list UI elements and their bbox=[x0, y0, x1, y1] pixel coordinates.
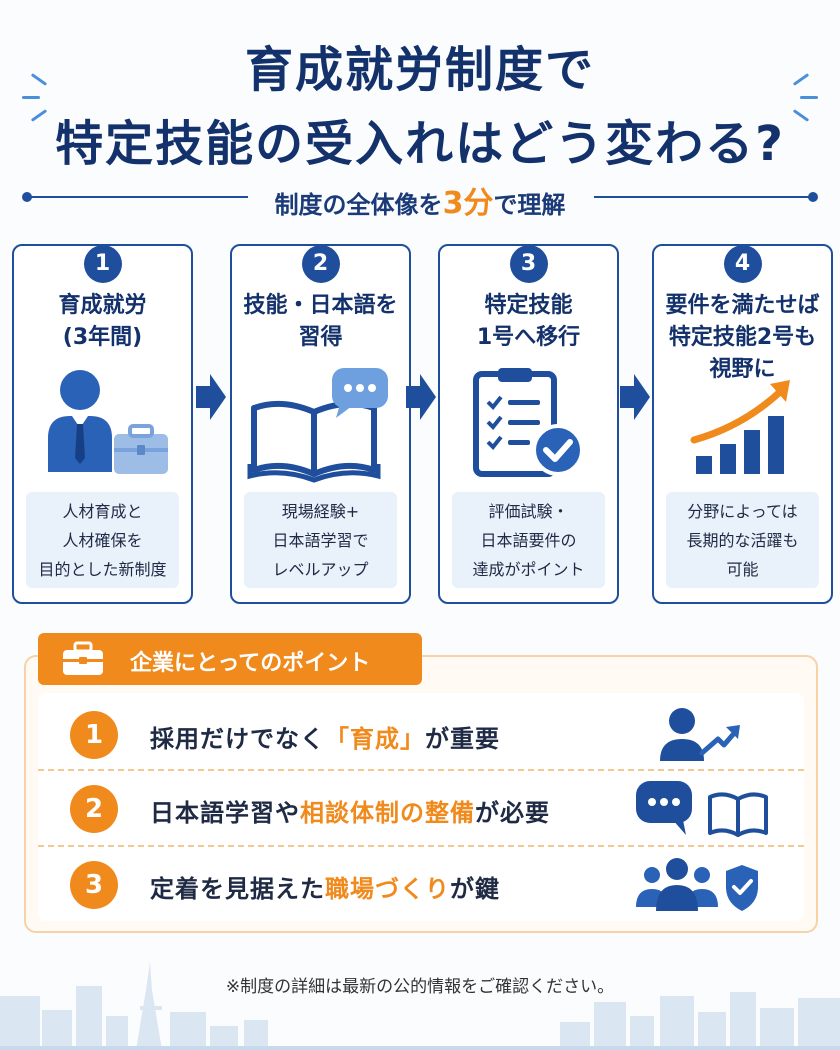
briefcase-icon bbox=[63, 641, 103, 675]
team-shield-icon bbox=[636, 858, 758, 911]
subtitle: 制度の全体像を3分で理解 bbox=[274, 186, 566, 221]
step-card-4: 4 要件を満たせば 特定技能2号も 視野に 分野によっては 長期的な活躍も 可能 bbox=[652, 244, 833, 604]
step-title: 育成就労 (3年間) bbox=[58, 293, 147, 350]
clipboard-check-icon bbox=[440, 364, 617, 484]
arrow-right-icon bbox=[620, 374, 650, 420]
step-title: 要件を満たせば 特定技能2号も 視野に bbox=[665, 293, 820, 382]
point-number: 1 bbox=[70, 711, 118, 759]
row-divider bbox=[38, 769, 804, 771]
worker-briefcase-icon bbox=[14, 364, 191, 484]
step-title: 技能・日本語を 習得 bbox=[243, 293, 398, 350]
step-card-2: 2 技能・日本語を 習得 現場経験+ 日本語学習で レベルアップ bbox=[230, 244, 411, 604]
company-points-title: 企業にとってのポイント bbox=[130, 651, 371, 676]
point-item-3: 3 定着を見据えた職場づくりが鍵 bbox=[38, 847, 804, 923]
step-number: 2 bbox=[301, 245, 340, 283]
row-divider bbox=[38, 845, 804, 847]
arrow-right-icon bbox=[196, 374, 226, 420]
step-description: 現場経験+ 日本語学習で レベルアップ bbox=[244, 492, 397, 588]
point-number: 2 bbox=[70, 785, 118, 833]
step-card-1: 1 育成就労 (3年間) 人材育成と 人材確保を 目的とした新制度 bbox=[12, 244, 193, 604]
person-growth-icon bbox=[660, 708, 740, 761]
step-number: 1 bbox=[83, 245, 122, 283]
point-item-2: 2 日本語学習や相談体制の整備が必要 bbox=[38, 771, 804, 847]
growth-chart-icon bbox=[654, 364, 831, 484]
chat-book-icon bbox=[636, 781, 768, 837]
title-line-1: 育成就労制度で bbox=[244, 42, 595, 98]
city-skyline-illustration bbox=[0, 962, 840, 1050]
step-number: 3 bbox=[509, 245, 548, 283]
point-text: 日本語学習や相談体制の整備が必要 bbox=[150, 799, 550, 827]
book-speech-icon bbox=[232, 364, 409, 484]
step-description: 人材育成と 人材確保を 目的とした新制度 bbox=[26, 492, 179, 588]
company-points-header: 企業にとってのポイント bbox=[38, 633, 422, 685]
title-line-2: 特定技能の受入れはどう変わる? bbox=[55, 116, 785, 172]
footnote: ※制度の詳細は最新の公的情報をご確認ください。 bbox=[225, 977, 615, 997]
arrow-right-icon bbox=[406, 374, 436, 420]
point-item-1: 1 採用だけでなく「育成」が重要 bbox=[38, 697, 804, 773]
point-text: 定着を見据えた職場づくりが鍵 bbox=[150, 875, 500, 903]
step-description: 評価試験・ 日本語要件の 達成がポイント bbox=[452, 492, 605, 588]
step-description: 分野によっては 長期的な活躍も 可能 bbox=[666, 492, 819, 588]
point-text: 採用だけでなく「育成」が重要 bbox=[150, 725, 500, 753]
step-card-3: 3 特定技能 1号へ移行 評価試験・ 日本語要件の 達成がポイント bbox=[438, 244, 619, 604]
step-number: 4 bbox=[723, 245, 762, 283]
subtitle-row: 制度の全体像を3分で理解 bbox=[22, 178, 818, 221]
step-title: 特定技能 1号へ移行 bbox=[476, 293, 581, 350]
point-number: 3 bbox=[70, 861, 118, 909]
subtitle-highlight: 3分 bbox=[442, 186, 494, 221]
